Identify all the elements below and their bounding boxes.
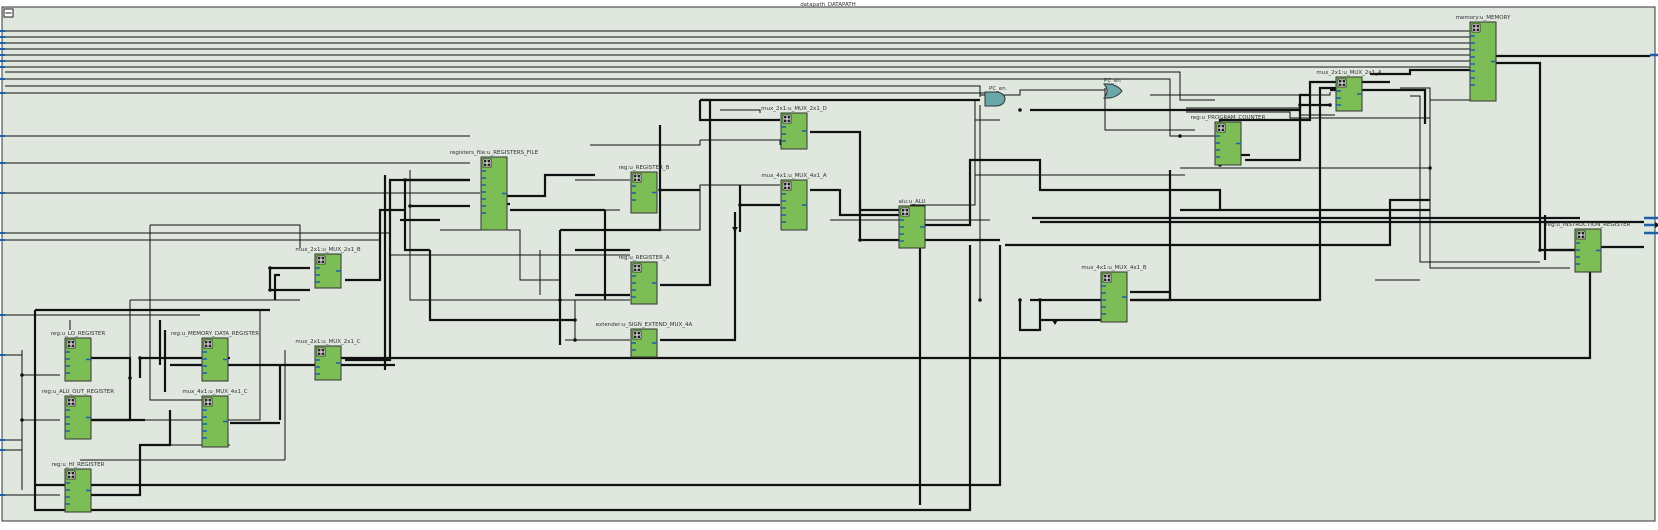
block-label: reg:u_PROGRAM_COUNTER [1191,115,1266,121]
expand-icon[interactable] [203,339,213,349]
block-label: reg:u_INSTRUCTION_REGISTER [1546,222,1631,228]
block-label: mux_4x1:u_MUX_4x1_B [1081,265,1146,271]
block-alu[interactable]: alu:u_ALU [898,199,926,249]
expand-icon[interactable] [316,347,326,357]
block-label: reg:u_HI_REGISTER [52,462,105,468]
block-mux-4x1-a[interactable]: mux_4x1:u_MUX_4x1_A [761,173,827,231]
block-label: reg:u_REGISTER_B [619,165,670,171]
block-label: extender:u_SIGN_EXTEND_MUX_4A [596,322,693,328]
expand-icon[interactable] [1471,23,1481,33]
block-hi-register[interactable]: reg:u_HI_REGISTER [52,462,105,513]
expand-icon[interactable] [1337,78,1347,88]
block-mux-2x1-c[interactable]: mux_2x1:u_MUX_2x1_C [295,339,361,381]
block-mux-2x1-d[interactable]: mux_2x1:u_MUX_2x1_D [761,106,827,150]
block-lo-register[interactable]: reg:u_LO_REGISTER [51,331,106,382]
expand-icon[interactable] [66,470,76,480]
block-memory-data-register[interactable]: reg:u_MEMORY_DATA_REGISTER [171,331,259,382]
gate-pc-en-or[interactable]: PC_en [1102,78,1123,99]
expand-icon[interactable] [782,114,792,124]
collapse-icon[interactable] [3,8,14,18]
gate-label: PC_en [1104,78,1121,84]
expand-icon[interactable] [1102,273,1112,283]
block-label: mux_2x1:u_MUX_2x1_A [1316,70,1381,76]
expand-icon[interactable] [900,207,910,217]
block-label: reg:u_LO_REGISTER [51,331,106,337]
block-label: memory:u_MEMORY [1456,15,1511,21]
expand-icon[interactable] [1576,230,1586,240]
block-label: reg:u_REGISTER_A [619,255,670,261]
block-label: reg:u_MEMORY_DATA_REGISTER [171,331,259,337]
block-register-a[interactable]: reg:u_REGISTER_A [619,255,670,305]
expand-icon[interactable] [632,330,642,340]
expand-icon[interactable] [782,181,792,191]
expand-icon[interactable] [632,263,642,273]
input-ports [0,30,5,496]
block-sign-extend[interactable]: extender:u_SIGN_EXTEND_MUX_4A [596,322,693,358]
block-register-b[interactable]: reg:u_REGISTER_B [619,165,670,214]
block-label: reg:u_ALU_OUT_REGISTER [42,389,114,395]
block-label: mux_2x1:u_MUX_2x1_C [295,339,360,345]
block-alu-out-register[interactable]: reg:u_ALU_OUT_REGISTER [42,389,114,440]
window-title: datapath_DATAPATH [800,2,856,8]
expand-icon[interactable] [66,397,76,407]
expand-icon[interactable] [316,255,326,265]
block-registers-file[interactable]: registers_file:u_REGISTERS_FILE [450,150,539,231]
block-mux-4x1-b[interactable]: mux_4x1:u_MUX_4x1_B [1081,265,1147,323]
expand-icon[interactable] [66,339,76,349]
block-mux-4x1-c[interactable]: mux_4x1:u_MUX_4x1_C [182,389,248,448]
block-program-counter[interactable]: reg:u_PROGRAM_COUNTER [1191,115,1266,166]
block-instruction-register[interactable]: reg:u_INSTRUCTION_REGISTER [1546,222,1631,273]
block-memory[interactable]: memory:u_MEMORY [1456,15,1511,102]
block-label: mux_2x1:u_MUX_2x1_D [761,106,827,112]
block-label: mux_4x1:u_MUX_4x1_A [761,173,826,179]
block-layer: memory:u_MEMORY mux_2x1:u_MUX_2x1_A reg:u_… [42,15,1631,513]
block-label: alu:u_ALU [898,199,925,205]
block-mux-2x1-b[interactable]: mux_2x1:u_MUX_2x1_B [295,247,361,289]
expand-icon[interactable] [203,397,213,407]
block-label: registers_file:u_REGISTERS_FILE [450,150,539,156]
expand-icon[interactable] [1216,123,1226,133]
block-label: mux_4x1:u_MUX_4x1_C [182,389,247,395]
wires-thin [5,30,1570,496]
datapath-frame [1,6,1656,522]
arrow-markers [732,222,1658,325]
expand-icon[interactable] [482,158,492,168]
block-mux-pc[interactable]: mux_2x1:u_MUX_2x1_A [1316,70,1382,112]
gate-pc-en-and[interactable]: PC_en [984,86,1006,107]
block-label: mux_2x1:u_MUX_2x1_B [295,247,360,253]
expand-icon[interactable] [632,173,642,183]
gate-label: PC_en [989,86,1006,92]
